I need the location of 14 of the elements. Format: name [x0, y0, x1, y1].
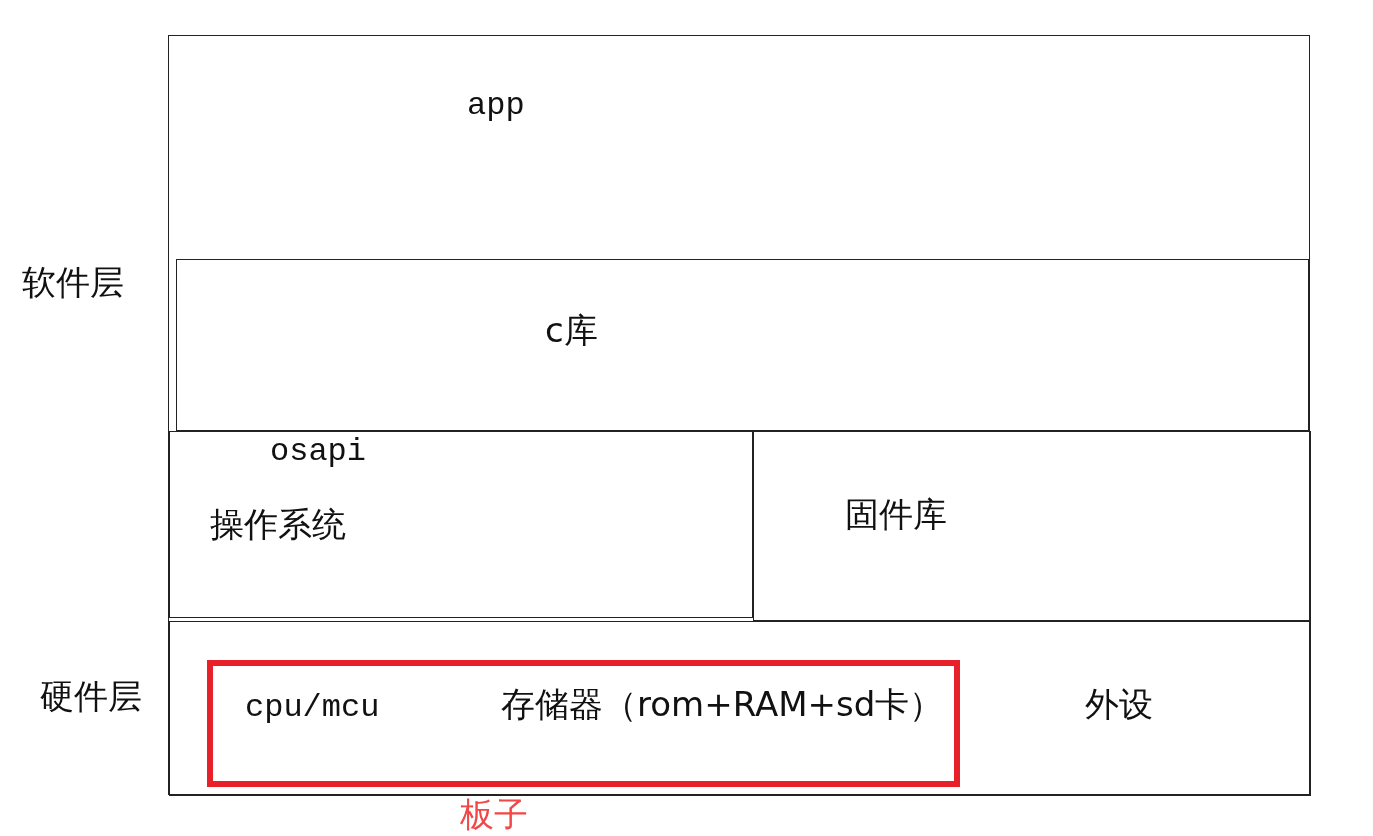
box-label: 存储器（rom+RAM+sd卡）: [501, 684, 944, 724]
box-label: app: [467, 86, 525, 126]
box-label: cpu/mcu: [245, 688, 380, 728]
layer-name: 硬件层: [40, 676, 142, 716]
layer-box: [176, 259, 1309, 431]
box-label: 外设: [1085, 684, 1153, 724]
layer-box: [169, 431, 753, 618]
layer-box: [753, 431, 1311, 621]
box-label: osapi: [270, 432, 366, 472]
box-label: 操作系统: [210, 504, 346, 544]
box-label: 固件库: [845, 494, 947, 534]
box-label: 板子: [460, 794, 528, 834]
layer-name: 软件层: [22, 262, 124, 302]
box-label: c库: [545, 310, 598, 350]
